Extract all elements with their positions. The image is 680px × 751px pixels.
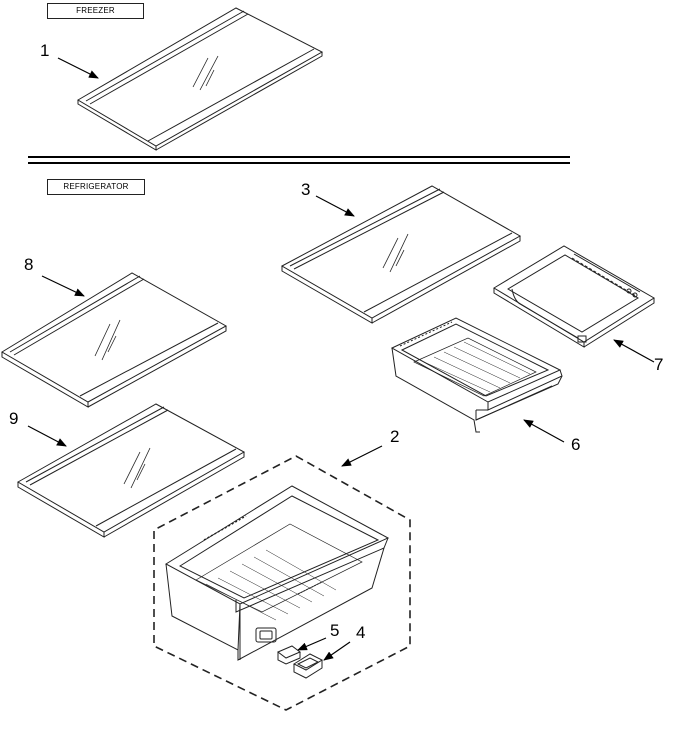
arrow-6 (523, 419, 565, 443)
part-8-glass-shelf (1, 272, 228, 408)
arrow-4 (323, 641, 351, 661)
section-divider (28, 156, 570, 164)
callout-5: 5 (330, 621, 340, 640)
part-3-glass-shelf (280, 185, 522, 324)
arrow-2 (341, 445, 383, 467)
callout-1: 1 (40, 41, 50, 60)
callout-3: 3 (301, 180, 311, 199)
part-9-glass-shelf (16, 403, 246, 538)
part-7-crisper-cover (493, 245, 655, 348)
section-label-refrigerator: REFRIGERATOR (47, 179, 145, 195)
arrow-3 (315, 195, 355, 217)
callout-arrows (27, 57, 655, 661)
callout-7: 7 (654, 355, 664, 374)
part-1-freezer-shelf (77, 7, 324, 151)
callout-8: 8 (24, 255, 34, 274)
section-label-freezer: FREEZER (47, 3, 144, 19)
callout-6: 6 (571, 435, 581, 454)
arrow-5 (297, 637, 327, 651)
callout-9: 9 (9, 409, 19, 428)
part-5-clip (277, 645, 301, 665)
part-2-deli-drawer (153, 455, 411, 711)
arrow-1 (57, 57, 99, 79)
callout-2: 2 (390, 427, 400, 446)
arrow-8 (41, 275, 85, 297)
part-6-crisper-drawer (390, 317, 563, 433)
arrow-7 (613, 339, 655, 363)
part-4-bracket (292, 653, 324, 679)
arrow-9 (27, 425, 67, 447)
callout-4: 4 (356, 623, 366, 642)
